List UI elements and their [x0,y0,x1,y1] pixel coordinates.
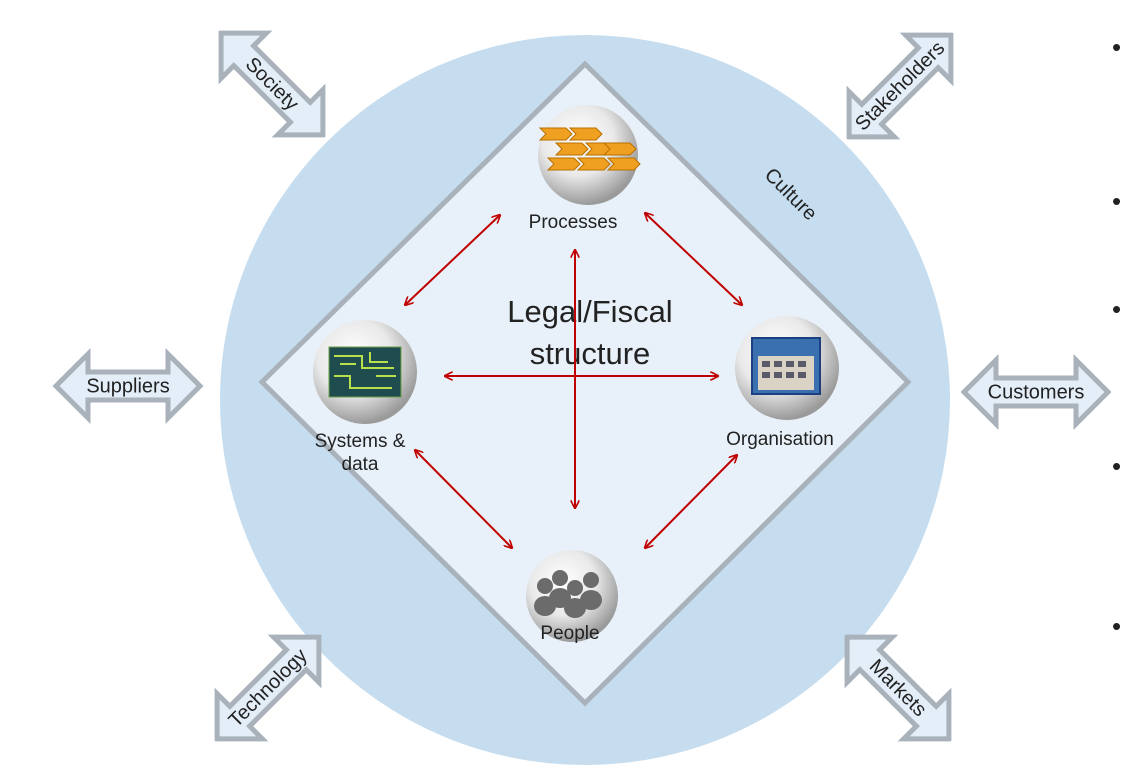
relation-arrows [405,213,742,548]
technology-arrow: Technology [194,614,341,761]
people-sphere [526,550,618,642]
stakeholders-label: Stakeholders [851,37,949,135]
customers-label: Customers [988,381,1085,403]
organisation-node: Organisation [726,316,839,450]
circuit-board-icon [328,346,402,398]
arrow-systems-people [415,450,512,548]
arrow-organisation-people [645,455,737,548]
technology-label: Technology [225,645,312,732]
bullet-2: • [1112,186,1121,216]
bullet-1: • [1112,32,1121,62]
society-arrow: Society [198,10,345,157]
people-node: People [526,550,618,644]
bullet-4: • [1112,451,1121,481]
process-chevrons-icon [538,127,641,171]
systems-label-line2: data [342,454,379,475]
people-icon [534,570,602,618]
processes-label: Processes [529,212,618,233]
bullet-3: • [1112,294,1121,324]
center-label-line1: Legal/Fiscal [507,294,672,329]
bullet-5: • [1112,611,1121,641]
systems-label-line1: Systems & [315,431,406,452]
people-label: People [540,623,599,644]
building-windows-icon [762,361,806,378]
systems-node: Systems & data [313,320,417,475]
center-label-line2: structure [530,336,651,371]
stakeholders-arrow: Stakeholders [826,12,973,159]
processes-node: Processes [529,105,641,233]
markets-arrow: Markets [824,614,971,761]
bullet-list: • • • • • [1112,32,1121,641]
suppliers-arrow: Suppliers [56,354,200,418]
suppliers-label: Suppliers [86,375,169,397]
organisation-label: Organisation [726,429,834,450]
arrow-processes-systems [405,215,500,305]
circuit-traces-icon [334,352,396,389]
arrow-processes-organisation [645,213,742,305]
customers-arrow: Customers [964,360,1108,424]
